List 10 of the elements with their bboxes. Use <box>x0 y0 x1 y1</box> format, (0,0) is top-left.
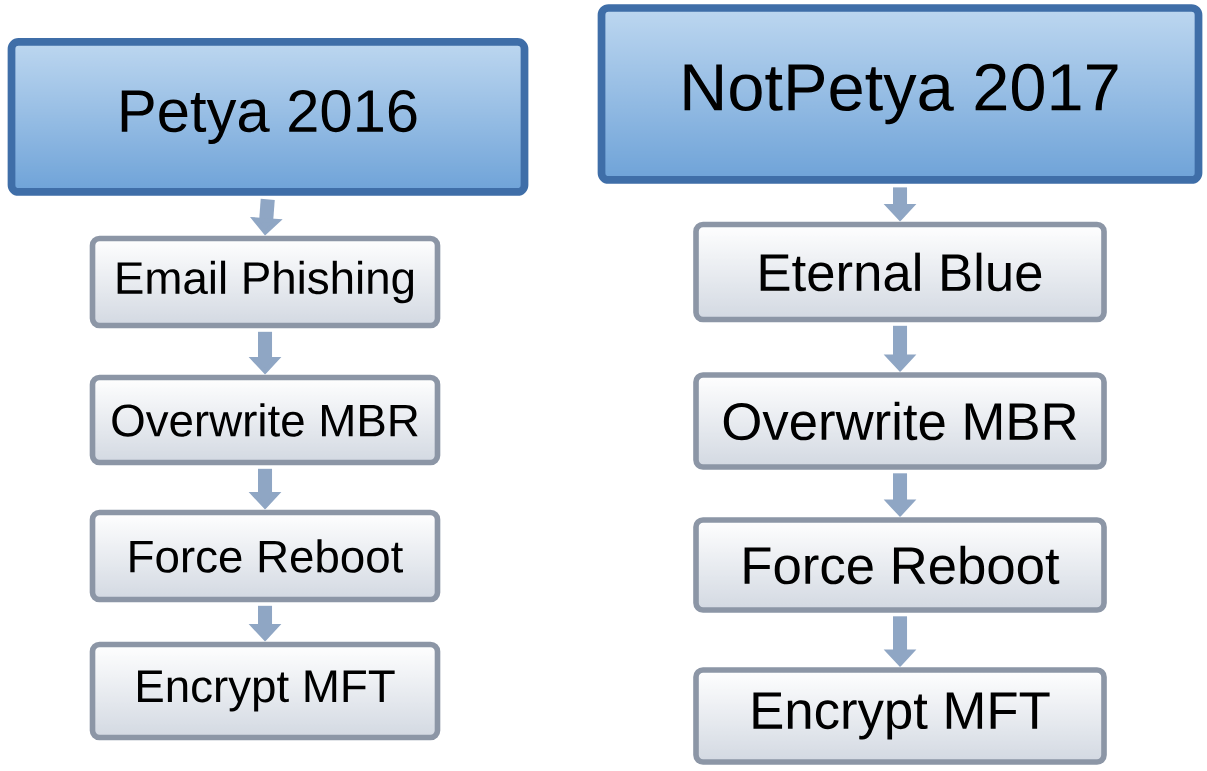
step-box: Encrypt MFT <box>693 667 1107 765</box>
step-box: Force Reboot <box>89 509 441 603</box>
step-box: Force Reboot <box>693 517 1107 613</box>
title-box: NotPetya 2017 <box>597 4 1203 184</box>
step-box: Encrypt MFT <box>89 641 441 741</box>
step-box: Eternal Blue <box>693 221 1107 323</box>
step-box: Email Phishing <box>89 235 441 329</box>
step-box: Overwrite MBR <box>89 374 441 466</box>
step-box: Overwrite MBR <box>693 372 1107 470</box>
title-box: Petya 2016 <box>7 38 529 196</box>
